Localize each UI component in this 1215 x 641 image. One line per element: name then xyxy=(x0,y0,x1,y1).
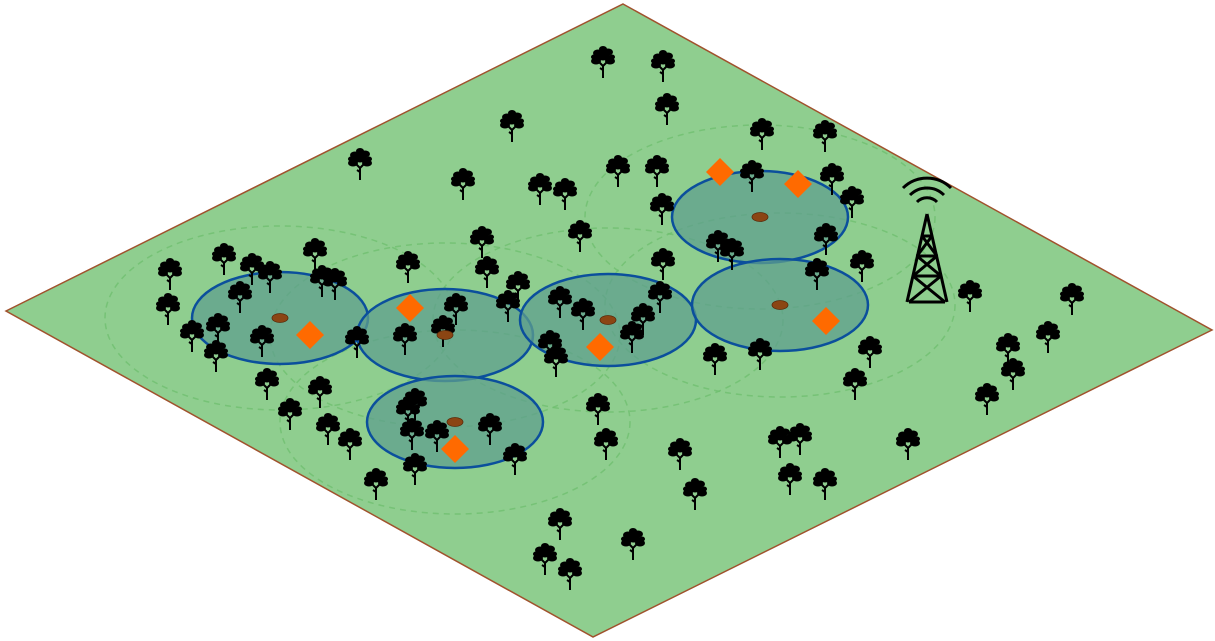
targets-layer xyxy=(296,158,840,463)
sensor-node-icon xyxy=(751,212,769,222)
diamond-marker-icon xyxy=(784,170,812,198)
diamond-marker-icon xyxy=(586,333,614,361)
diamond-marker-icon xyxy=(396,294,424,322)
radio-tower-icon xyxy=(901,176,953,304)
diamond-marker-icon xyxy=(296,321,324,349)
sensor-node-icon xyxy=(771,300,789,310)
diamond-marker-icon xyxy=(706,158,734,186)
sensor-node-icon xyxy=(436,330,454,340)
diamond-marker-icon xyxy=(441,435,469,463)
sensor-node-icon xyxy=(599,315,617,325)
sensor-node-icon xyxy=(271,313,289,323)
sensor-nodes-layer xyxy=(271,212,789,427)
sensor-node-icon xyxy=(446,417,464,427)
range-ring xyxy=(279,329,631,515)
diamond-marker-icon xyxy=(812,307,840,335)
